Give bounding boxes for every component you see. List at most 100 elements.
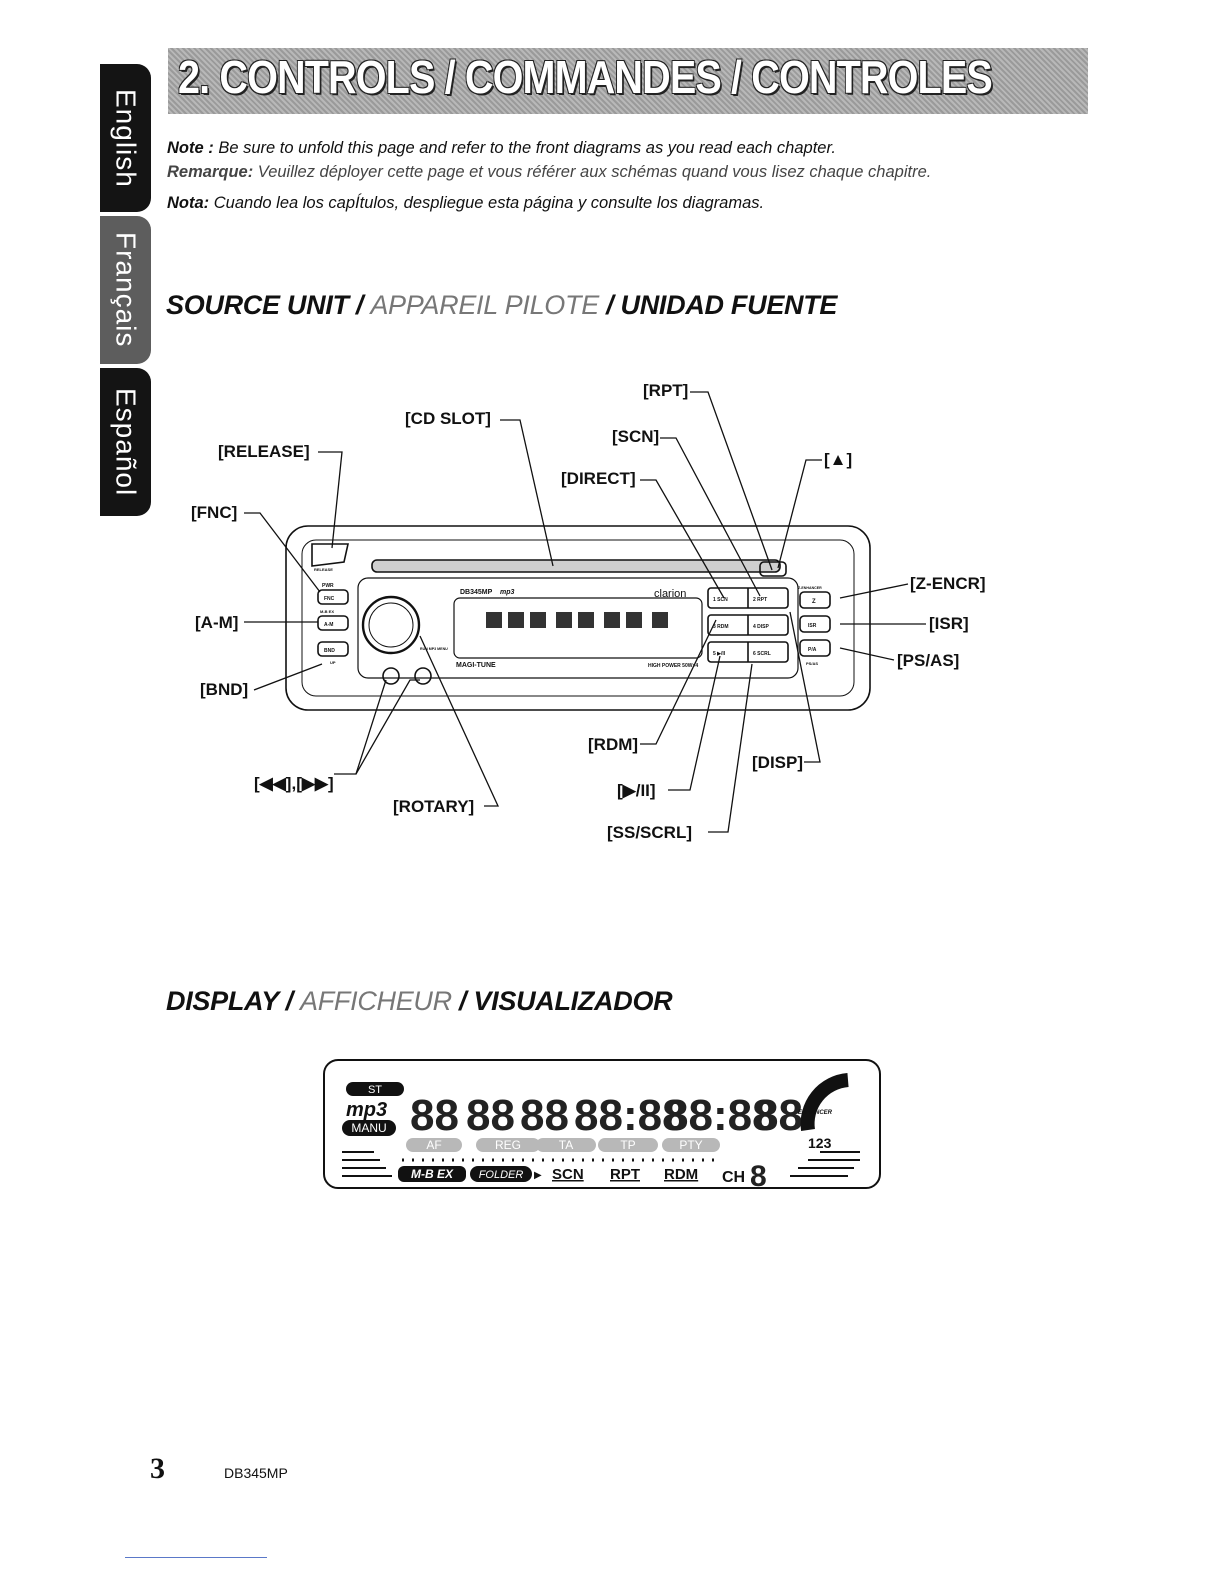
unit-am-label: A-M: [324, 622, 333, 628]
am-button-shape: [317, 615, 349, 631]
z-digits-text: 123: [808, 1135, 832, 1151]
unit-release-label: RELEASE: [314, 567, 333, 572]
rdm-text: RDM: [664, 1166, 698, 1183]
isr-button-shape: [799, 615, 831, 633]
mini-seg-7: [626, 612, 642, 628]
leader-release: [318, 451, 343, 549]
callout-play-pause: [▶/II]: [617, 781, 656, 800]
pty-indicator-bg: [662, 1138, 720, 1152]
enhancer-text: ENHANCER: [798, 1110, 833, 1116]
tab-english[interactable]: English: [100, 64, 151, 212]
nota-text: Cuando lea los capÍtulos, despliegue est…: [213, 194, 765, 212]
reg-indicator: REG: [495, 1138, 521, 1152]
title-band: 2. CONTROLS / COMMANDES / CONTROLES: [168, 48, 1088, 114]
callout-bnd: [BND]: [200, 680, 249, 699]
callout-z-encr: [Z-ENCR]: [910, 574, 986, 593]
leader-rpt: [690, 391, 773, 571]
note-label: Note :: [167, 139, 214, 157]
leader-skip-forward: [355, 679, 420, 775]
unit-mp3-text: mp3: [500, 589, 515, 596]
manu-text: MANU: [351, 1121, 386, 1135]
skip-back-shape: [382, 667, 400, 685]
unit-isr-label: ISR: [808, 623, 817, 629]
reg-indicator-bg: [476, 1138, 540, 1152]
ch-text: CH: [722, 1169, 745, 1186]
leader-skip-back: [334, 679, 387, 775]
callout-disp: [DISP]: [752, 753, 803, 772]
bottom-rule: [125, 1557, 267, 1558]
display-heading-en: DISPLAY /: [166, 986, 301, 1016]
unit-z-label: Z: [812, 599, 816, 605]
unit-mbex-label: M-B EX: [320, 609, 334, 614]
unit-preset-4: 4 DISP: [753, 624, 770, 630]
mini-seg-6: [604, 612, 620, 628]
unit-psas-label: PS/AS: [806, 661, 818, 666]
callout-rotary: [ROTARY]: [393, 797, 475, 816]
callout-release: [RELEASE]: [218, 442, 310, 461]
leader-zencr: [839, 583, 909, 599]
segment-4: 88:88: [574, 1091, 687, 1140]
unit-preset-3: 3 RDM: [713, 624, 729, 630]
ta-indicator-bg: [536, 1138, 596, 1152]
segment-3: 88: [520, 1091, 569, 1140]
display-heading: DISPLAY / AFFICHEUR / VISUALIZADOR: [166, 986, 673, 1017]
remarque-label: Remarque:: [167, 163, 254, 181]
tp-indicator-bg: [598, 1138, 658, 1152]
display-diagram: ST mp3 MANU 88 88 88 88:88 88:88 88 ENHA…: [323, 1059, 881, 1192]
tab-espanol[interactable]: Español: [100, 368, 151, 516]
cd-slot-shape: [371, 559, 781, 573]
unit-up-label: UP: [330, 660, 336, 665]
callout-eject: [▲]: [824, 450, 853, 469]
unit-zenhancer-label: Z-ENHANCER: [798, 586, 822, 590]
tab-francais[interactable]: Français: [100, 216, 151, 364]
unit-outer-bezel: [285, 525, 871, 711]
unit-preset-5: 5 ▶/II: [713, 651, 726, 657]
st-text: ST: [368, 1084, 382, 1096]
note-text: Be sure to unfold this page and refer to…: [218, 139, 836, 157]
leader-fnc: [244, 512, 321, 593]
folder-badge: [470, 1166, 532, 1182]
unit-fnc-label: FNC: [324, 596, 335, 602]
source-unit-es: / UNIDAD FUENTE: [598, 290, 838, 320]
note-french: Remarque: Veuillez déployer cette page e…: [167, 163, 931, 182]
segment-1: 88: [410, 1091, 459, 1140]
mp3-text: mp3: [346, 1099, 387, 1121]
unit-runmenu-label: RUN MP3 MENU: [420, 647, 448, 651]
display-heading-es: / VISUALIZADOR: [451, 986, 673, 1016]
leader-rdm: [640, 619, 717, 745]
leader-psas: [839, 647, 895, 661]
skip-forward-shape: [414, 667, 432, 685]
footer-model: DB345MP: [224, 1465, 288, 1481]
eject-button-shape: [759, 561, 787, 577]
display-frame: [323, 1059, 881, 1189]
ch-digit: 8: [750, 1160, 767, 1192]
callout-rpt: [RPT]: [643, 381, 689, 400]
note-spanish: Nota: Cuando lea los capÍtulos, desplieg…: [167, 194, 764, 213]
callout-skip: [◀◀],[▶▶]: [254, 774, 334, 793]
manu-badge: [342, 1120, 396, 1136]
st-badge: [346, 1082, 404, 1096]
tab-espanol-label: Español: [110, 387, 142, 497]
mini-seg-2: [508, 612, 524, 628]
mbex-badge: [398, 1166, 466, 1182]
rotary-knob: [361, 595, 421, 655]
leader-ss-scrl: [708, 663, 753, 833]
mini-seg-8: [652, 612, 668, 628]
unit-pa-label: P/A: [808, 647, 817, 653]
callout-rdm: [RDM]: [588, 735, 639, 754]
leader-rotary: [419, 635, 500, 807]
unit-highpower-text: HIGH POWER 50W×4: [648, 663, 698, 669]
callout-ss-scrl: [SS/SCRL]: [607, 823, 692, 842]
rotary-knob-inner: [368, 602, 414, 648]
ta-indicator: TA: [559, 1138, 573, 1152]
release-button-shape: [311, 543, 349, 567]
callout-ps-as: [PS/AS]: [897, 651, 960, 670]
scn-text: SCN: [552, 1166, 584, 1183]
callout-isr: [ISR]: [929, 614, 969, 633]
nota-label: Nota:: [167, 194, 210, 212]
z-enhancer-dial: ENHANCER 123: [798, 1073, 849, 1151]
af-indicator-bg: [406, 1138, 462, 1152]
leader-direct: [640, 479, 725, 599]
page-title: 2. CONTROLS / COMMANDES / CONTROLES: [178, 51, 993, 103]
segment-5: 88:88: [664, 1091, 777, 1140]
